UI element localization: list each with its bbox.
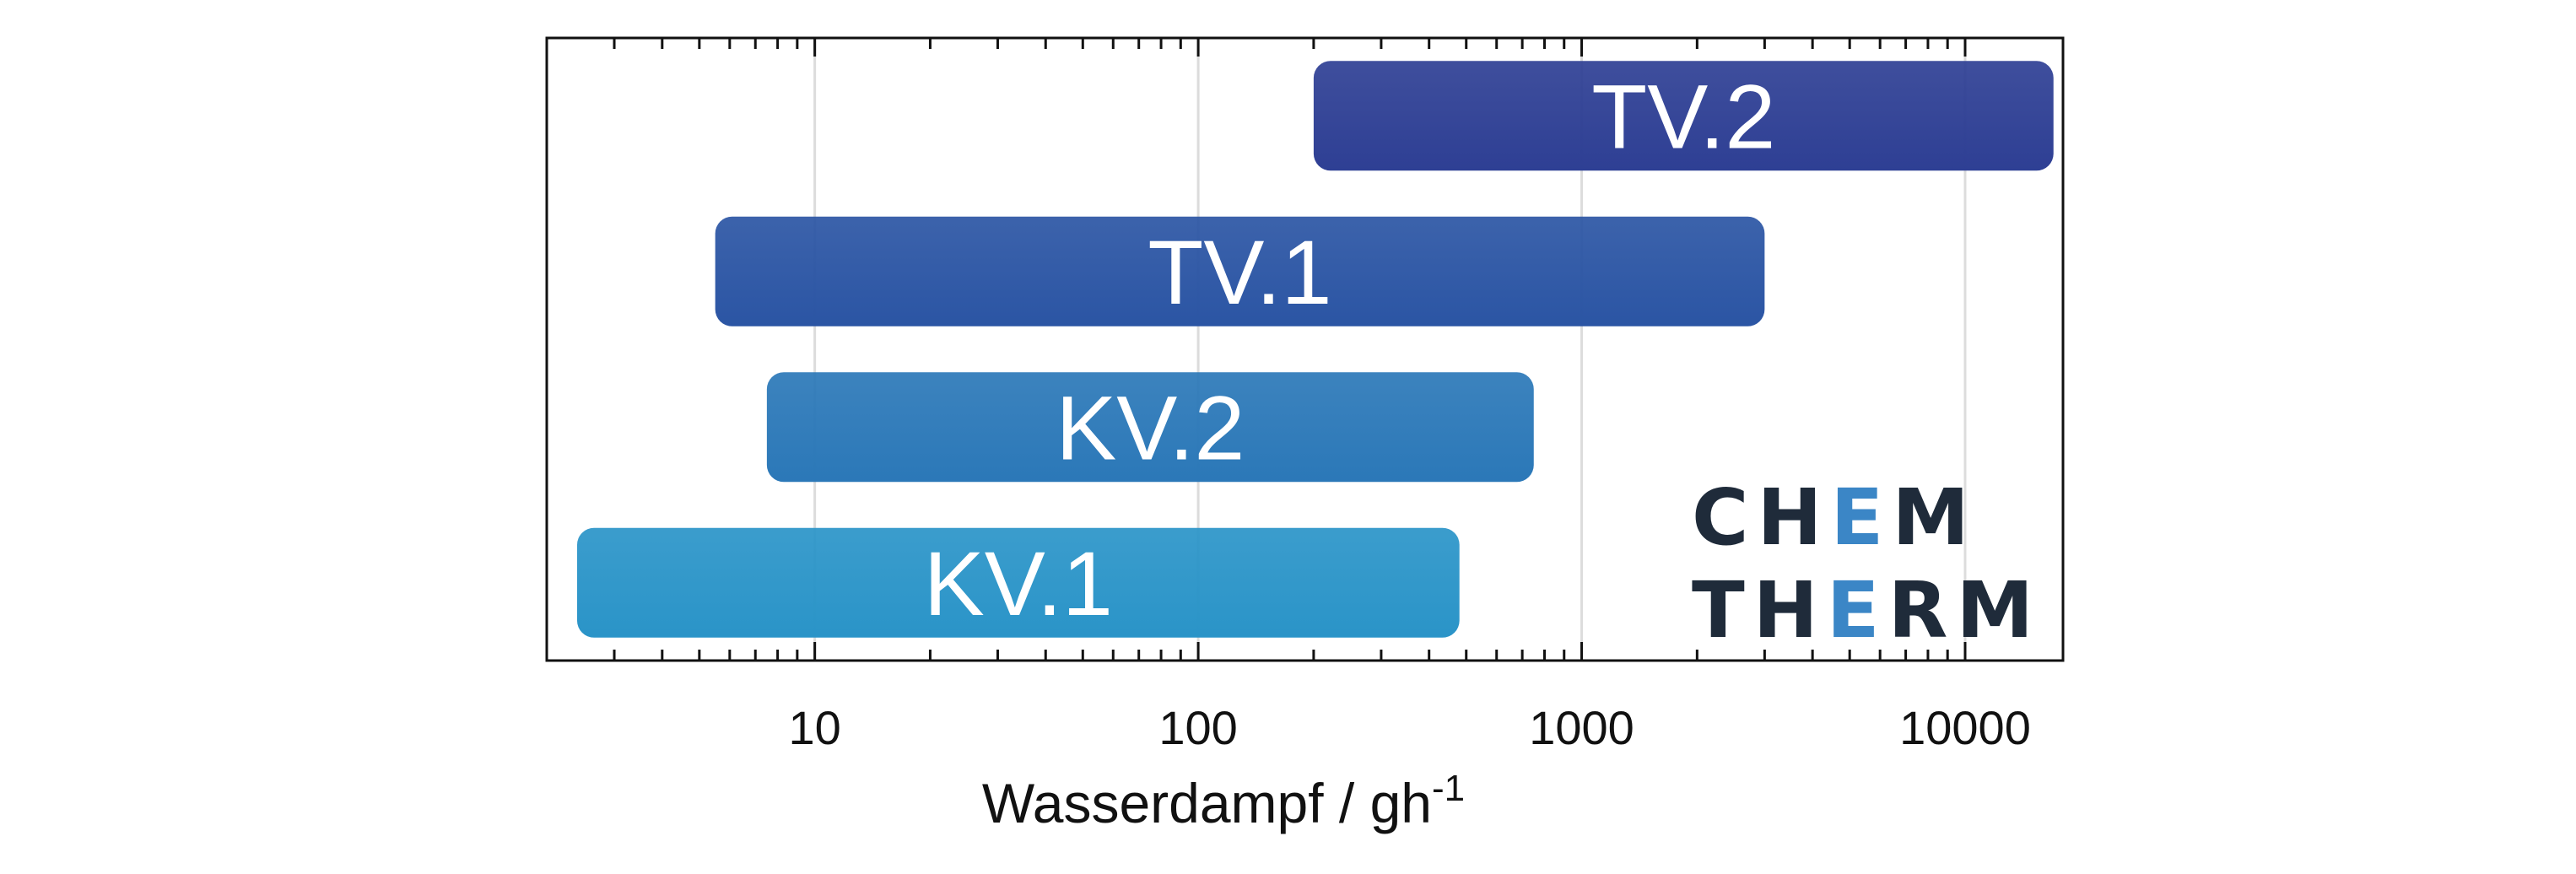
logo: CHEM THERM xyxy=(1692,472,2042,656)
bar-kv-2 xyxy=(766,372,1534,483)
plot-border xyxy=(545,36,2065,662)
bar-tv-2 xyxy=(1313,61,2054,171)
tick-label: 1000 xyxy=(1529,701,1634,754)
x-axis-label-main: Wasserdampf / gh xyxy=(982,772,1432,834)
bar-tv-1 xyxy=(715,216,1765,326)
axes-frame xyxy=(545,36,2065,662)
logo-letter: H xyxy=(1758,472,1831,563)
tick-labels: 10 100 1000 10000 xyxy=(788,701,2030,754)
logo-letter-accent: E xyxy=(1831,472,1893,563)
tick-label: 10000 xyxy=(1899,701,2031,754)
logo-letter: M xyxy=(1892,472,1978,563)
logo-letter-accent: E xyxy=(1827,565,1888,656)
logo-letter: H xyxy=(1753,565,1827,656)
x-axis-label-superscript: -1 xyxy=(1432,768,1465,809)
bars-group: TV.2TV.1KV.2KV.1 xyxy=(576,61,2054,638)
bar-kv-1 xyxy=(576,527,1460,638)
logo-line-1: CHEM xyxy=(1692,472,1978,563)
logo-letter: R xyxy=(1888,565,1957,656)
logo-letter: C xyxy=(1692,472,1758,563)
logo-line-2: THERM xyxy=(1692,565,2042,656)
tick-label: 10 xyxy=(788,701,840,754)
bar-label: KV.1 xyxy=(924,532,1113,634)
bar-label: TV.1 xyxy=(1148,221,1331,323)
axis-ticks xyxy=(545,38,1967,661)
tick-label: 100 xyxy=(1158,701,1237,754)
bar-label: KV.2 xyxy=(1056,376,1245,478)
logo-letter: T xyxy=(1692,565,1753,656)
bar-label: TV.2 xyxy=(1591,65,1775,167)
x-axis-label: Wasserdampf / gh-1 xyxy=(982,768,1465,834)
logo-letter: M xyxy=(1956,565,2042,656)
